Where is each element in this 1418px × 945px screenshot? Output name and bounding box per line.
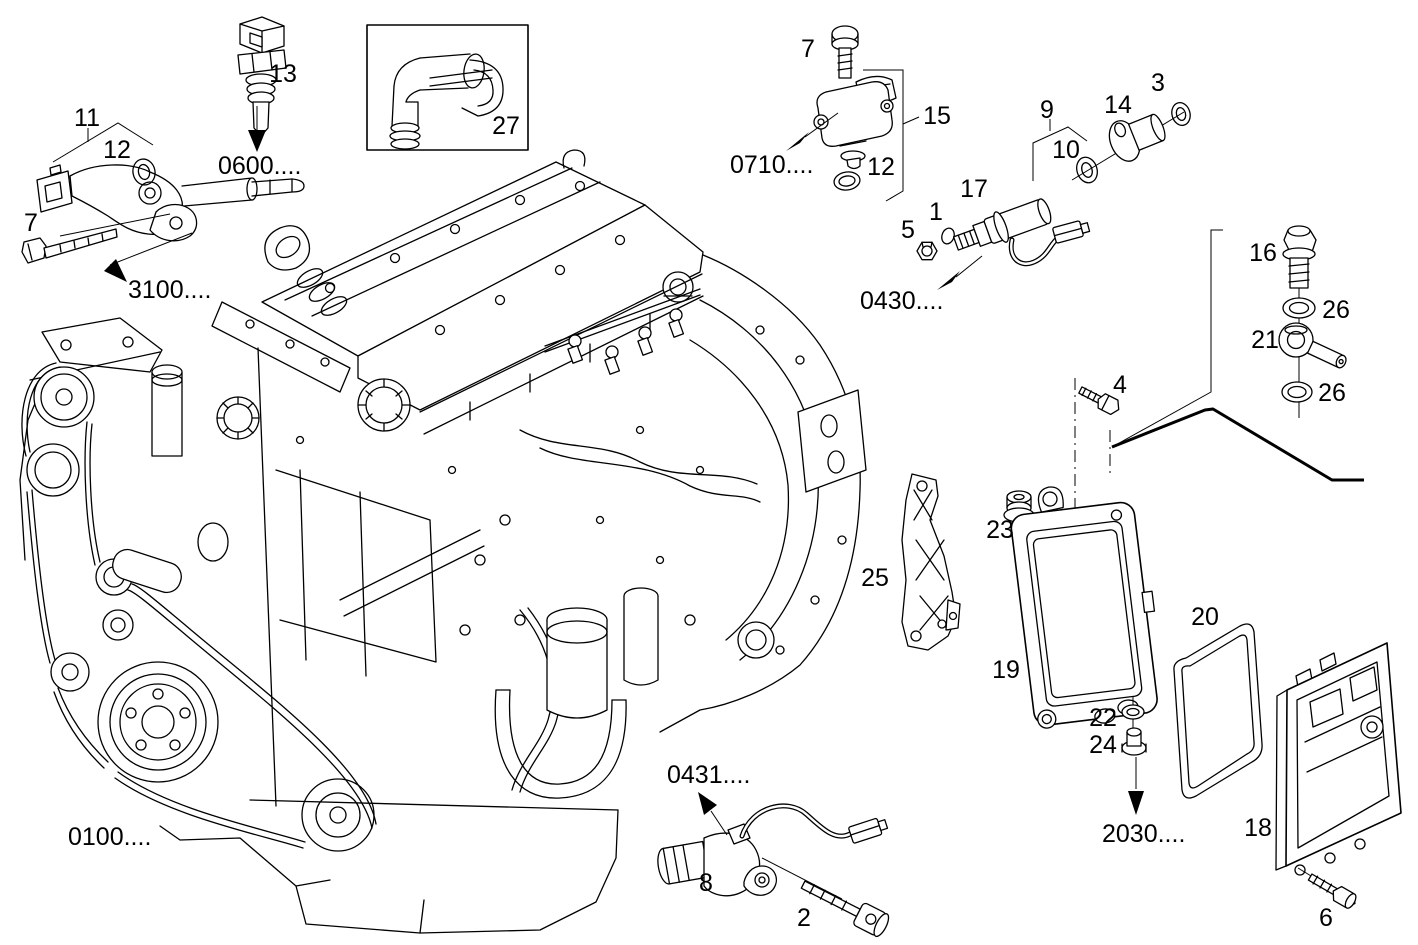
detail-box-27 [366, 24, 529, 151]
pointer-lower-edge [1111, 407, 1364, 482]
callout-26-top: 26 [1322, 296, 1350, 324]
bolt-7-left [21, 228, 118, 264]
callout-20: 20 [1191, 603, 1219, 631]
bolt-6 [1307, 873, 1357, 909]
callout-21: 21 [1251, 326, 1279, 354]
callout-7-left: 7 [24, 209, 38, 237]
temperature-sensor-13 [237, 16, 287, 137]
callout-27: 27 [492, 112, 520, 140]
oring-1 [941, 227, 955, 245]
camshaft-sensor-14 [1071, 111, 1185, 181]
bolt-2 [800, 880, 890, 938]
callout-labels: 11 12 7 13 27 7 15 12 9 14 3 10 17 1 5 1… [24, 35, 1350, 932]
banjo-union-21 [1278, 322, 1347, 369]
callout-12-right: 12 [867, 153, 895, 181]
arrow-0430 [937, 271, 960, 290]
callout-25: 25 [861, 564, 889, 592]
ref-0710: 0710.... [730, 151, 813, 179]
ecu-cover-18 [1275, 642, 1402, 880]
gasket-20 [1173, 623, 1263, 799]
oring-12-left [132, 158, 156, 186]
ref-0430: 0430.... [860, 287, 943, 315]
ref-3100: 3100.... [128, 276, 211, 304]
arrow-0600 [248, 130, 266, 152]
callout-17: 17 [960, 175, 988, 203]
arrow-0710 [786, 132, 809, 151]
ref-0100: 0100.... [68, 823, 151, 851]
callout-10: 10 [1052, 136, 1080, 164]
breather-elbow-27 [389, 53, 504, 150]
callout-4: 4 [1113, 371, 1127, 399]
bolt-4 [1078, 386, 1120, 416]
callout-14: 14 [1104, 91, 1132, 119]
washer-26-top [1282, 297, 1316, 319]
ref-0600: 0600.... [218, 152, 301, 180]
callout-22: 22 [1089, 704, 1117, 732]
engine-line-art [19, 149, 867, 934]
ecu-19 [1010, 486, 1158, 729]
nut-5 [916, 241, 938, 261]
callout-1: 1 [929, 198, 943, 226]
callout-6: 6 [1319, 904, 1333, 932]
callout-16: 16 [1249, 239, 1277, 267]
plug-24 [1121, 727, 1147, 756]
bracket-9 [1032, 119, 1088, 181]
callout-8: 8 [699, 869, 713, 897]
callout-5: 5 [901, 216, 915, 244]
bracket-15 [863, 69, 920, 202]
callout-2: 2 [797, 904, 811, 932]
pressure-sensor-15 [813, 75, 897, 170]
washer-22 [1121, 704, 1145, 720]
ref-0431: 0431.... [667, 761, 750, 789]
leader-lines [52, 69, 1364, 900]
arrow-0431 [698, 792, 717, 815]
callout-18: 18 [1244, 814, 1272, 842]
bolt-7-top [831, 25, 859, 79]
callout-11: 11 [74, 104, 100, 132]
group-ref-labels: 0600.... 3100.... 0710.... 0430.... 0431… [68, 151, 1185, 851]
washer-26-bottom [1281, 381, 1313, 403]
callout-24: 24 [1089, 731, 1117, 759]
bracket-11 [52, 122, 154, 163]
callout-23: 23 [986, 516, 1014, 544]
solenoid-valve-17 [952, 198, 1091, 267]
support-bracket-25 [901, 473, 961, 651]
callout-15: 15 [923, 102, 951, 130]
crankshaft-sensor-8 [657, 803, 889, 897]
callout-9: 9 [1040, 96, 1054, 124]
oring-12-right [833, 171, 861, 191]
callout-7-top: 7 [801, 35, 815, 63]
callout-3: 3 [1151, 69, 1165, 97]
arrow-2030 [1128, 791, 1144, 815]
oring-3 [1171, 102, 1191, 126]
ref-2030: 2030.... [1102, 820, 1185, 848]
camshaft-sensor-11 [36, 164, 305, 242]
banjo-bolt-16 [1282, 225, 1317, 289]
pointer-upper-edge [1111, 229, 1223, 448]
callout-12-left: 12 [103, 136, 131, 164]
arrow-3100 [104, 259, 127, 282]
callout-19: 19 [992, 656, 1020, 684]
callout-13: 13 [269, 60, 297, 88]
callout-26-bottom: 26 [1318, 379, 1346, 407]
